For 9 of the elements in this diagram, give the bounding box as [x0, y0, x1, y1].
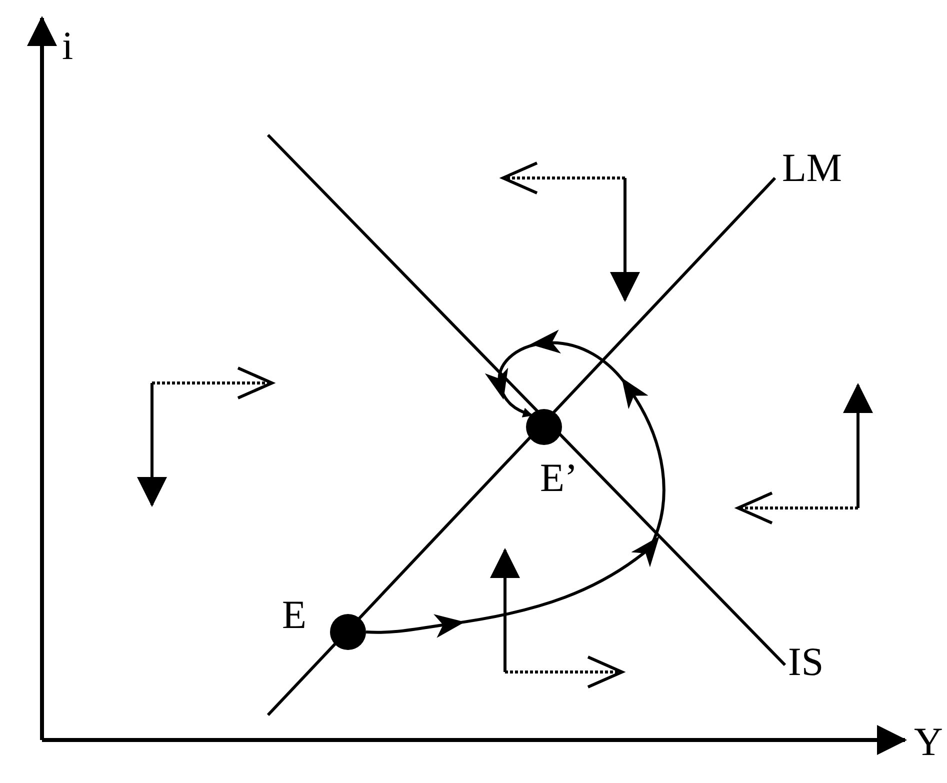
trajectory-arrow: [366, 330, 666, 638]
axis-label: Y: [914, 722, 943, 762]
curve-label: LM: [782, 148, 842, 188]
equilibrium-point: [330, 614, 366, 650]
curve-label: IS: [788, 642, 824, 682]
point-label: E’: [540, 458, 578, 498]
equilibrium-point: [526, 409, 562, 445]
point-label: E: [282, 595, 306, 635]
axis-label: i: [62, 26, 74, 66]
